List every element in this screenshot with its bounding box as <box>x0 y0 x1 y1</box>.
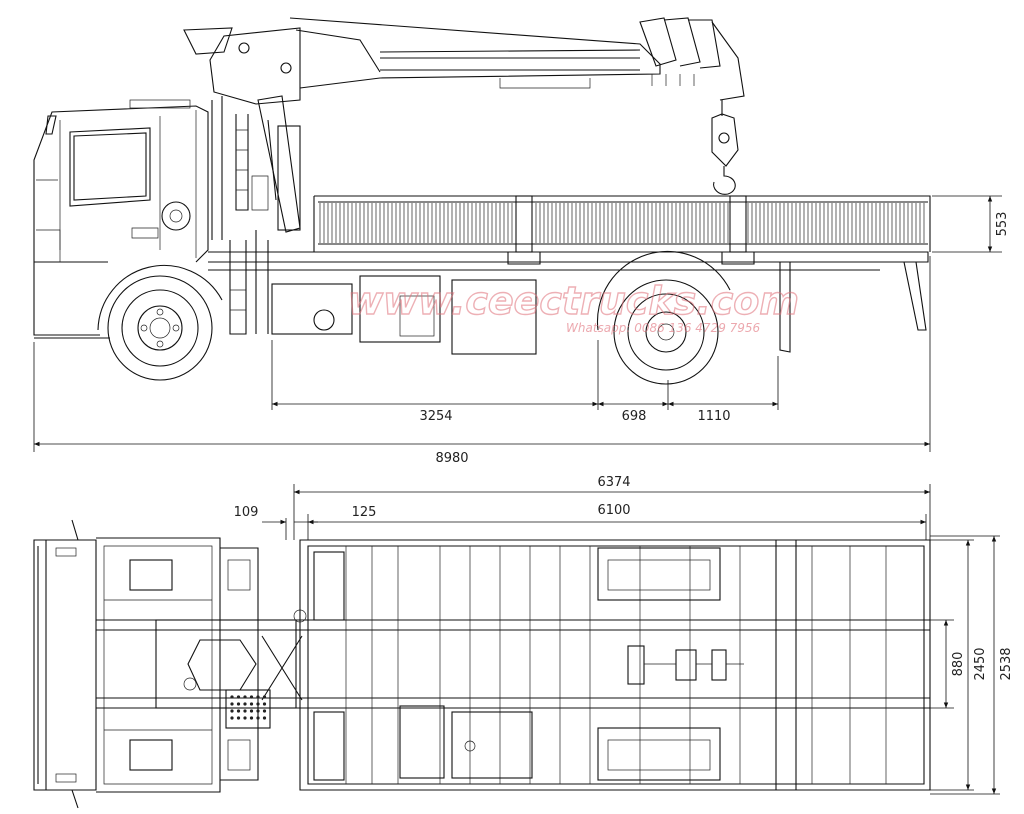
watermark: www.ceectrucks.com Whatsapp: 0086 136 47… <box>347 278 799 335</box>
panel-dot <box>236 695 241 699</box>
panel-dot <box>236 702 241 706</box>
bed-crossmembers <box>345 546 887 784</box>
crane-hook <box>711 100 739 195</box>
top-view: 6374 6100 109 125 880 2450 2538 <box>33 475 1014 809</box>
panel-dot <box>243 716 247 720</box>
frame-rails-top <box>96 619 930 709</box>
dim-1110: 1110 <box>697 409 730 424</box>
panel-dot <box>249 716 254 720</box>
cargo-bed-top <box>299 539 931 791</box>
panel-dot <box>256 716 260 720</box>
panel-dot <box>249 695 254 699</box>
panel-dot <box>236 716 241 720</box>
dim-109: 109 <box>234 505 259 520</box>
panel-dot <box>243 695 247 699</box>
dim-2450: 2450 <box>973 647 988 680</box>
panel-dot <box>243 709 247 713</box>
dim-8980: 8980 <box>435 451 468 466</box>
panel-dot <box>230 716 234 720</box>
panel-dot <box>262 702 267 706</box>
panel-dot <box>256 695 260 699</box>
top-dimensions: 6374 6100 109 125 880 2450 2538 <box>234 475 1014 795</box>
front-wheel <box>97 264 223 381</box>
control-panel-dots <box>230 695 267 720</box>
panel-dot <box>249 709 254 713</box>
panel-dot <box>256 709 260 713</box>
dim-rail-height: 553 <box>995 212 1010 237</box>
dim-6100: 6100 <box>597 503 630 518</box>
dim-6374: 6374 <box>597 475 630 490</box>
watermark-whatsapp: Whatsapp: 0086 136 4729 7956 <box>566 321 761 335</box>
dim-2538: 2538 <box>999 647 1014 680</box>
panel-dot <box>262 716 267 720</box>
panel-dot <box>230 695 234 699</box>
panel-dot <box>262 695 267 699</box>
panel-dot <box>230 702 234 706</box>
rear-wheel <box>596 251 731 385</box>
panel-dot <box>262 709 267 713</box>
dim-698: 698 <box>622 409 647 424</box>
rail-slats <box>319 203 925 243</box>
crane-base-top <box>155 609 307 729</box>
crane-boom <box>183 17 745 101</box>
cab-top <box>33 519 259 809</box>
crane-column <box>209 27 301 240</box>
panel-dot <box>230 709 234 713</box>
cab-side <box>33 99 209 339</box>
chassis-side <box>208 230 929 355</box>
dim-125: 125 <box>352 505 377 520</box>
dim-3254: 3254 <box>419 409 452 424</box>
watermark-site: www.ceectrucks.com <box>348 279 799 323</box>
panel-dot <box>249 702 254 706</box>
panel-dot <box>243 702 247 706</box>
side-view: 553 3254 698 1110 8980 <box>33 17 1010 466</box>
dim-880: 880 <box>951 652 966 677</box>
side-dimensions: 553 3254 698 1110 8980 <box>33 195 1010 466</box>
panel-dot <box>256 702 260 706</box>
panel-dot <box>236 709 241 713</box>
cargo-bed-side <box>313 195 931 265</box>
